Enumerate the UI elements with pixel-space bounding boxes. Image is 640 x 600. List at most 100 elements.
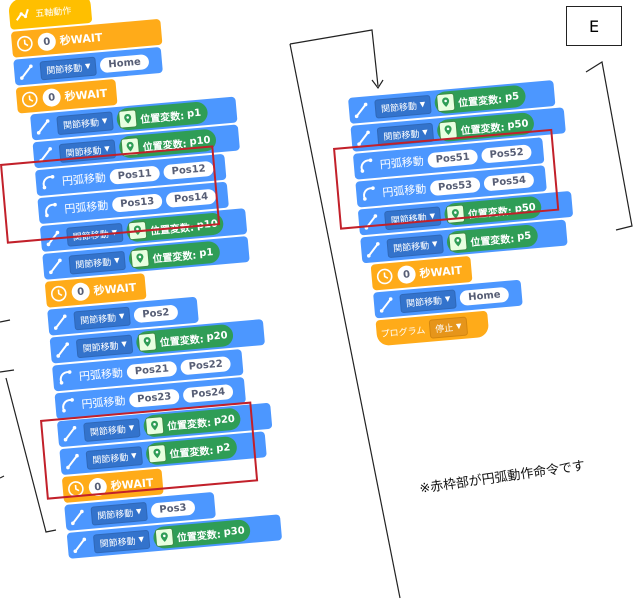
map-pin-icon bbox=[448, 232, 469, 252]
joint-move-block[interactable]: 関節移動▼ 位置変数:p30 bbox=[66, 514, 283, 559]
arc-target-input[interactable]: Pos22 bbox=[180, 355, 232, 375]
joint-arm-icon bbox=[54, 340, 74, 360]
move-type-dropdown[interactable]: 関節移動▼ bbox=[68, 250, 127, 275]
chevron-down-icon: ▼ bbox=[421, 128, 429, 137]
wait-seconds-input[interactable]: 0 bbox=[396, 264, 417, 285]
chevron-down-icon: ▼ bbox=[419, 100, 426, 109]
left-block-stack: 五軸動作 0 秒WAIT 関節移動▼ Home 0 秒WAIT 関節移動▼ 位置 bbox=[8, 0, 386, 562]
pos-var-label: 位置変数: bbox=[159, 333, 205, 349]
program-action-label: 停止 bbox=[434, 323, 454, 335]
position-input[interactable]: Home bbox=[459, 286, 510, 306]
joint-move-block[interactable]: 関節移動▼ 位置変数:p10 bbox=[32, 124, 240, 169]
arc-move-block[interactable]: 円弧移動 Pos21 Pos22 bbox=[52, 348, 244, 392]
joint-move-block[interactable]: 関節移動▼ 位置変数:p20 bbox=[49, 319, 266, 364]
map-pin-icon bbox=[147, 443, 168, 464]
joint-move-block[interactable]: 関節移動▼ Pos3 bbox=[64, 491, 216, 531]
chevron-down-icon: ▼ bbox=[84, 62, 91, 71]
map-pin-icon bbox=[138, 332, 158, 352]
chevron-down-icon: ▼ bbox=[118, 312, 125, 321]
pos-var-label: 位置変数: bbox=[152, 250, 197, 265]
wait-seconds-input[interactable]: 0 bbox=[41, 87, 62, 108]
arc-move-block[interactable]: 円弧移動 Pos11 Pos12 bbox=[34, 153, 227, 197]
position-variable-reporter[interactable]: 位置変数:p5 bbox=[434, 84, 526, 115]
chevron-down-icon: ▼ bbox=[104, 144, 111, 154]
section-label-box: E bbox=[566, 6, 622, 46]
position-variable-reporter[interactable]: 位置変数:p20 bbox=[143, 407, 242, 438]
chevron-down-icon: ▼ bbox=[101, 116, 108, 126]
hat-block[interactable]: 五軸動作 bbox=[8, 0, 93, 30]
chevron-down-icon: ▼ bbox=[431, 239, 438, 249]
clock-icon bbox=[66, 479, 86, 499]
arc-via-input[interactable]: Pos23 bbox=[128, 388, 180, 408]
joint-move-block[interactable]: 関節移動▼ 位置変数:p2 bbox=[59, 431, 267, 476]
position-variable-reporter[interactable]: 位置変数:p10 bbox=[126, 212, 225, 243]
wait-block[interactable]: 0 秒WAIT bbox=[10, 18, 163, 58]
arc-target-input[interactable]: Pos24 bbox=[182, 383, 234, 403]
pos-var-label: 位置変数: bbox=[139, 110, 185, 126]
position-variable-reporter[interactable]: 位置変数:p2 bbox=[145, 435, 238, 466]
move-type-dropdown[interactable]: 関節移動▼ bbox=[39, 56, 98, 80]
move-type-dropdown[interactable]: 関節移動▼ bbox=[73, 306, 132, 330]
position-input[interactable]: Pos3 bbox=[150, 499, 196, 518]
joint-move-block[interactable]: 関節移動▼ Pos2 bbox=[47, 296, 199, 336]
wait-block[interactable]: 0 秒WAIT bbox=[44, 273, 147, 308]
position-variable-reporter[interactable]: 位置変数:p10 bbox=[118, 128, 218, 159]
move-type-dropdown[interactable]: 関節移動▼ bbox=[56, 110, 115, 135]
pos-var-value: p50 bbox=[506, 117, 529, 131]
position-variable-reporter[interactable]: 位置変数:p20 bbox=[135, 323, 235, 355]
move-type-dropdown[interactable]: 関節移動▼ bbox=[75, 333, 134, 358]
joint-arm-icon bbox=[365, 240, 385, 260]
pos-var-label: 位置変数: bbox=[457, 94, 503, 109]
wait-block[interactable]: 0 秒WAIT bbox=[15, 78, 118, 114]
joint-arm-icon bbox=[51, 312, 71, 332]
program-action-dropdown[interactable]: 停止▼ bbox=[428, 315, 469, 339]
move-type-dropdown[interactable]: 関節移動▼ bbox=[90, 501, 149, 526]
arc-move-block[interactable]: 円弧移動 Pos13 Pos14 bbox=[37, 181, 229, 225]
position-variable-reporter[interactable]: 位置変数:p5 bbox=[446, 224, 539, 254]
wait-seconds-input[interactable]: 0 bbox=[70, 282, 91, 302]
map-pin-icon bbox=[118, 109, 138, 129]
position-variable-reporter[interactable]: 位置変数:p1 bbox=[128, 240, 221, 271]
joint-move-block[interactable]: 関節移動▼ 位置変数:p1 bbox=[42, 236, 250, 280]
move-type-label: 関節移動 bbox=[96, 508, 134, 522]
position-input[interactable]: Pos2 bbox=[133, 303, 178, 323]
joint-arm-icon bbox=[47, 256, 67, 276]
program-label: プログラム bbox=[380, 325, 426, 340]
position-variable-reporter[interactable]: 位置変数:p50 bbox=[436, 111, 536, 143]
joint-arm-icon bbox=[44, 228, 64, 248]
clock-icon bbox=[15, 34, 35, 54]
position-input[interactable]: Home bbox=[99, 53, 150, 73]
position-variable-reporter[interactable]: 位置変数:p1 bbox=[116, 101, 209, 131]
arc-move-block[interactable]: 円弧移動 Pos23 Pos24 bbox=[54, 376, 247, 420]
position-variable-reporter[interactable]: 位置変数:p30 bbox=[152, 518, 252, 550]
arc-via-input[interactable]: Pos21 bbox=[126, 360, 178, 380]
wait-label: 秒WAIT bbox=[93, 280, 137, 298]
arc-arm-icon bbox=[56, 368, 76, 388]
joint-arm-icon bbox=[352, 100, 372, 120]
move-type-dropdown[interactable]: 関節移動▼ bbox=[386, 233, 445, 258]
map-pin-icon bbox=[436, 92, 456, 113]
move-type-dropdown[interactable]: 関節移動▼ bbox=[399, 288, 458, 313]
joint-move-block[interactable]: 関節移動▼ 位置変数:p20 bbox=[56, 402, 273, 448]
move-type-dropdown[interactable]: 関節移動▼ bbox=[374, 94, 433, 119]
joint-move-block[interactable]: 関節移動▼ Home bbox=[13, 46, 163, 86]
wait-label: 秒WAIT bbox=[59, 30, 103, 48]
chevron-down-icon: ▼ bbox=[455, 321, 462, 331]
move-type-dropdown[interactable]: 関節移動▼ bbox=[92, 529, 151, 554]
arc-move-label: 円弧移動 bbox=[78, 366, 124, 384]
wait-label: 秒WAIT bbox=[64, 86, 108, 104]
wait-seconds-input[interactable]: 0 bbox=[37, 32, 57, 52]
position-variable-reporter[interactable]: 位置変数:p50 bbox=[444, 195, 543, 226]
arc-arm-icon bbox=[39, 172, 59, 192]
clock-icon bbox=[375, 267, 395, 287]
chevron-down-icon: ▼ bbox=[135, 507, 142, 516]
joint-move-block[interactable]: 関節移動▼ 位置変数:p1 bbox=[30, 96, 238, 141]
joint-arm-icon bbox=[64, 451, 84, 471]
chevron-down-icon: ▼ bbox=[121, 339, 128, 349]
move-type-label: 関節移動 bbox=[79, 313, 117, 327]
move-type-label: 関節移動 bbox=[74, 257, 112, 271]
wait-block[interactable]: 0 秒WAIT bbox=[61, 468, 164, 504]
arc-arm-icon bbox=[42, 200, 62, 220]
joint-move-block[interactable]: 関節移動▼ 位置変数:p10 bbox=[39, 208, 248, 252]
